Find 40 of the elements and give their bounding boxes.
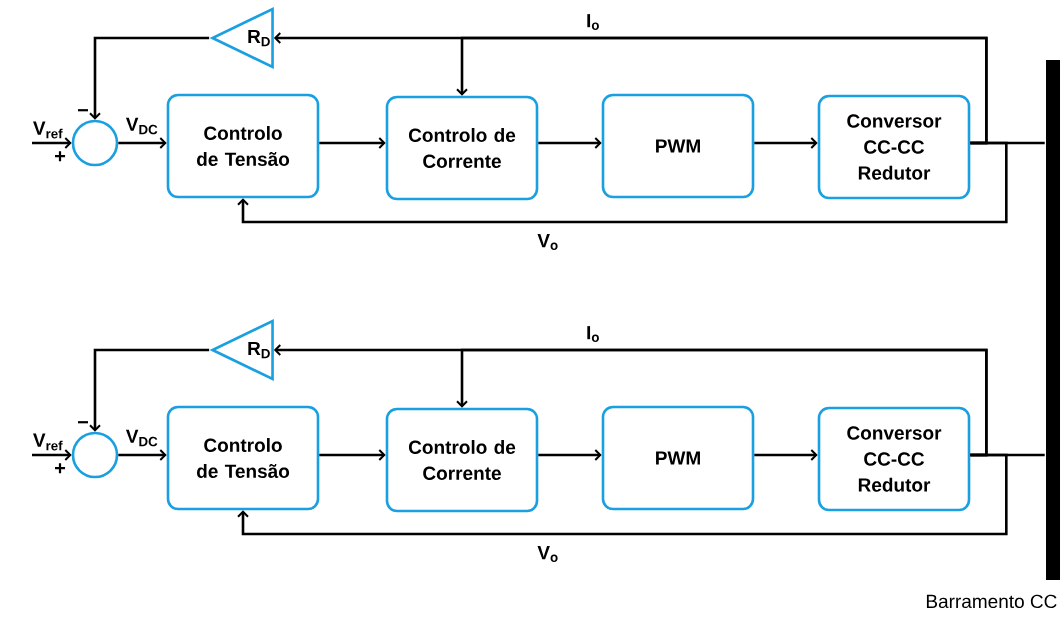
connector xyxy=(89,36,210,120)
connector xyxy=(32,449,72,461)
connector xyxy=(754,137,818,149)
connector xyxy=(118,137,167,149)
connector xyxy=(237,453,1008,536)
connector xyxy=(538,449,602,461)
connector xyxy=(538,137,602,149)
connector xyxy=(319,449,386,461)
signal-label: V$_{ref}$ xyxy=(31,432,65,452)
block: Controlo de Corrente xyxy=(385,407,539,513)
connector xyxy=(754,449,818,461)
summing-junction xyxy=(71,119,119,167)
block: Conversor CC-CC Redutor xyxy=(817,94,971,200)
connector xyxy=(319,137,386,149)
sign-label: − xyxy=(78,109,88,112)
signal-label: V$_{o}$ xyxy=(536,545,560,563)
connector xyxy=(32,137,72,149)
connector xyxy=(456,36,988,145)
connector xyxy=(118,449,167,461)
signal-label: V$_{ref}$ xyxy=(31,120,65,140)
bus-bar xyxy=(1046,60,1060,580)
summing-junction xyxy=(71,431,119,479)
signal-label: V$_{DC}$ xyxy=(124,428,160,448)
signal-label: I$_{o}$ xyxy=(585,13,601,31)
signal-label: V$_{o}$ xyxy=(536,233,560,251)
signal-label: V$_{DC}$ xyxy=(124,116,160,136)
signal-label: I$_{o}$ xyxy=(585,325,601,343)
connector xyxy=(237,141,1008,224)
sign-label: + xyxy=(55,463,66,474)
block: PWM xyxy=(601,405,755,511)
sign-label: + xyxy=(55,151,66,162)
connector xyxy=(89,348,210,432)
block: Controlo de Tensão xyxy=(166,93,320,199)
block: Controlo de Tensão xyxy=(166,405,320,511)
connector xyxy=(456,348,988,457)
bus-label: Barramento CC xyxy=(926,594,1057,609)
sign-label: − xyxy=(78,421,88,424)
block: Controlo de Corrente xyxy=(385,95,539,201)
block: PWM xyxy=(601,93,755,199)
block: Conversor CC-CC Redutor xyxy=(817,406,971,512)
